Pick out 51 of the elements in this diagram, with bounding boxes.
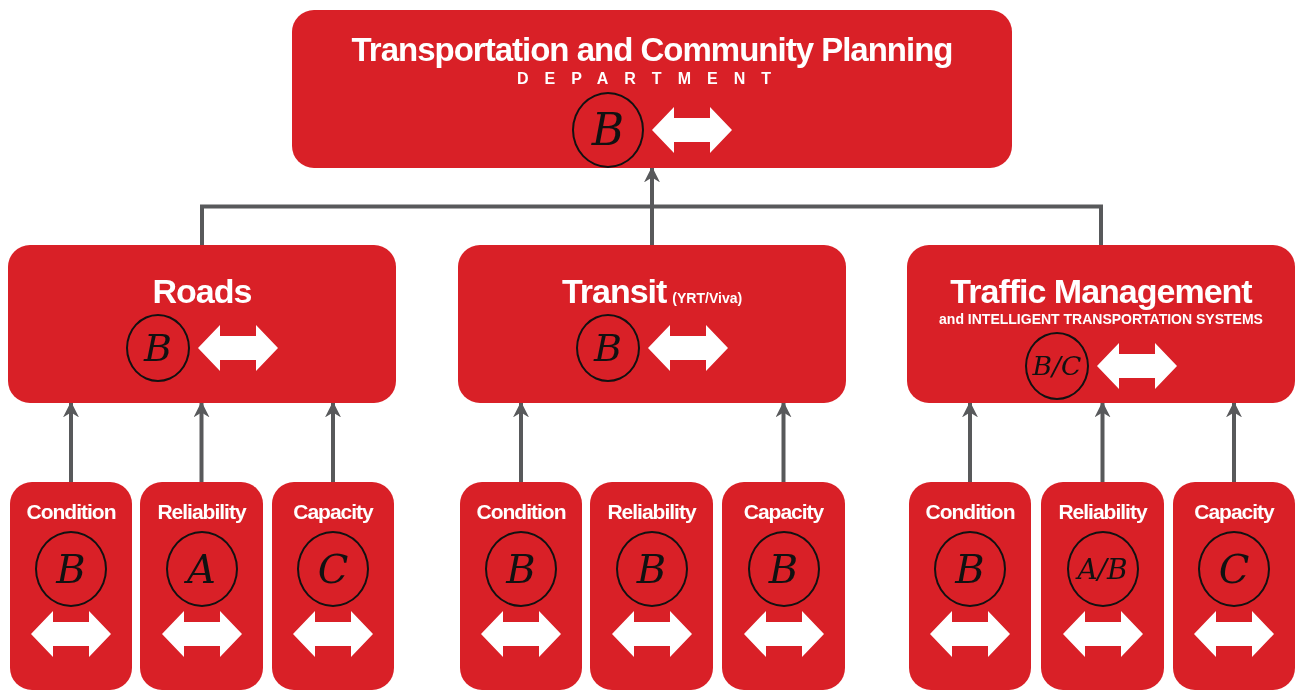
- grade-mark: A: [165, 531, 238, 608]
- subheading: (YRT/Viva): [672, 291, 743, 307]
- department-box: [292, 10, 1012, 168]
- heading: Traffic Management: [950, 273, 1252, 311]
- grade-mark: B: [747, 531, 820, 608]
- connector-arrow: [193, 401, 210, 482]
- heading: Condition: [925, 500, 1015, 524]
- grade-mark: B: [615, 531, 688, 608]
- grade-mark: B: [934, 531, 1006, 608]
- subheading: DEPARTMENT: [517, 70, 787, 88]
- grade-mark: A/B: [1066, 531, 1139, 608]
- connector-arrow: [513, 401, 529, 482]
- heading: Capacity: [293, 500, 373, 524]
- measure-box: [10, 482, 132, 690]
- heading: Reliability: [1058, 500, 1147, 524]
- subheading: and INTELLIGENT TRANSPORTATION SYSTEMS: [939, 312, 1263, 328]
- measure-box: [460, 482, 582, 690]
- grade-mark: B/C: [1025, 331, 1089, 400]
- measure-box: [1041, 482, 1164, 690]
- heading: Transportation and Community Planning: [351, 32, 953, 69]
- connector-arrow: [644, 166, 660, 245]
- connector-arrow: [1094, 401, 1111, 482]
- division-box: [458, 245, 846, 403]
- grade-mark: B: [576, 314, 640, 383]
- grade-mark: B: [35, 531, 107, 608]
- grade-mark: C: [1198, 531, 1270, 608]
- grade-mark: B: [572, 91, 644, 168]
- measure-box: [722, 482, 845, 690]
- measure-box: [140, 482, 263, 690]
- heading: Capacity: [1194, 500, 1274, 524]
- heading: Condition: [26, 500, 116, 524]
- connector-arrow: [962, 401, 978, 482]
- connector-arrow: [325, 401, 341, 482]
- grade-mark: B: [485, 531, 557, 608]
- division-box: [8, 245, 396, 403]
- heading: Capacity: [743, 500, 824, 524]
- heading: Roads: [152, 273, 252, 311]
- division-box: [907, 245, 1295, 403]
- connector-arrow: [1226, 401, 1242, 482]
- grade-mark: C: [297, 531, 369, 608]
- measure-box: [590, 482, 713, 690]
- measure-box: [909, 482, 1031, 690]
- heading: Condition: [476, 500, 566, 524]
- connector-arrow: [63, 401, 79, 482]
- heading: Reliability: [607, 500, 696, 524]
- measure-box: [272, 482, 394, 690]
- heading: Reliability: [157, 500, 246, 524]
- grade-mark: B: [126, 314, 190, 383]
- heading: Transit: [561, 273, 667, 311]
- connector-arrow: [775, 401, 792, 482]
- measure-box: [1173, 482, 1295, 690]
